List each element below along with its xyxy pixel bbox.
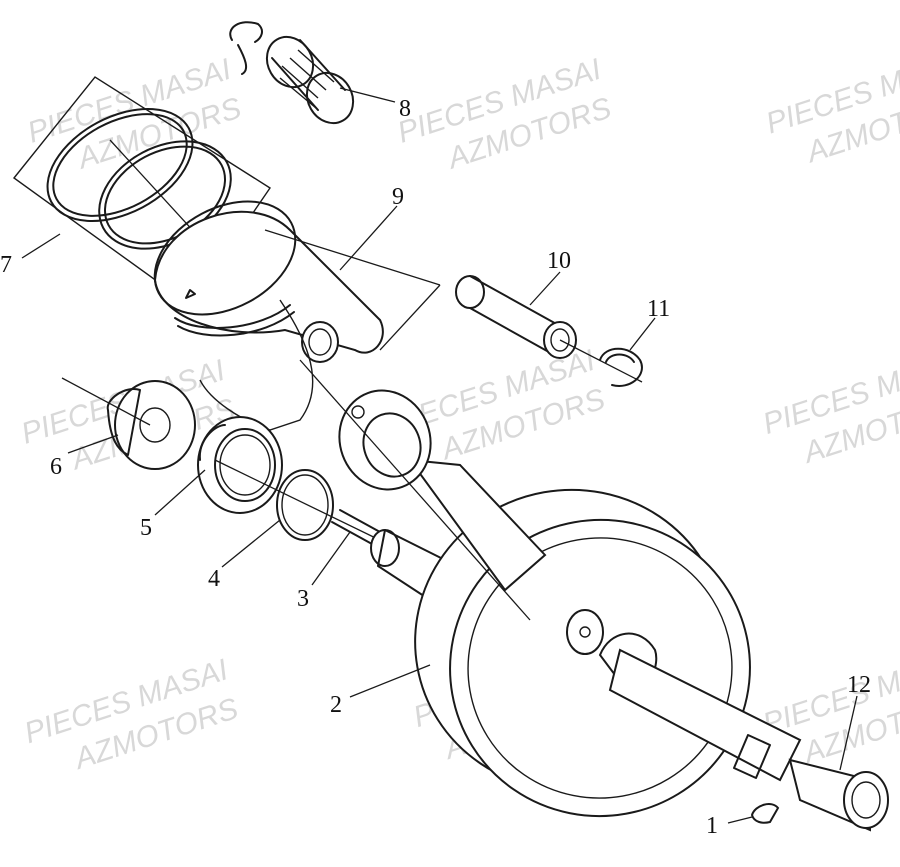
crank-shaft-stub xyxy=(331,509,446,601)
callout-part-2[interactable]: 2 xyxy=(330,692,342,718)
piston-pin xyxy=(455,275,577,359)
callout-part-3[interactable]: 3 xyxy=(297,586,309,612)
piston xyxy=(153,200,441,431)
output-shaft xyxy=(608,648,889,832)
woodruff-key xyxy=(750,803,780,824)
callout-part-10[interactable]: 10 xyxy=(547,248,571,274)
o-ring xyxy=(276,469,334,541)
ball-bearing xyxy=(197,416,283,514)
callout-leaders xyxy=(21,87,858,824)
connecting-rod xyxy=(299,359,547,621)
callout-part-11[interactable]: 11 xyxy=(647,296,670,322)
callout-part-4[interactable]: 4 xyxy=(208,566,220,592)
callout-labels: 1 2 3 4 5 6 7 8 9 10 11 12 xyxy=(0,96,871,839)
circlip xyxy=(559,339,643,387)
callout-part-8[interactable]: 8 xyxy=(399,96,411,122)
needle-bearing xyxy=(229,21,355,125)
crank-flywheel xyxy=(414,488,751,818)
callout-part-1[interactable]: 1 xyxy=(706,813,718,839)
thrust-washer xyxy=(61,377,196,470)
assembly-axis-line xyxy=(214,459,391,546)
callout-part-7[interactable]: 7 xyxy=(0,252,12,278)
callout-part-6[interactable]: 6 xyxy=(50,454,62,480)
callout-part-5[interactable]: 5 xyxy=(140,515,152,541)
callout-part-12[interactable]: 12 xyxy=(847,672,871,698)
callout-part-9[interactable]: 9 xyxy=(392,184,404,210)
